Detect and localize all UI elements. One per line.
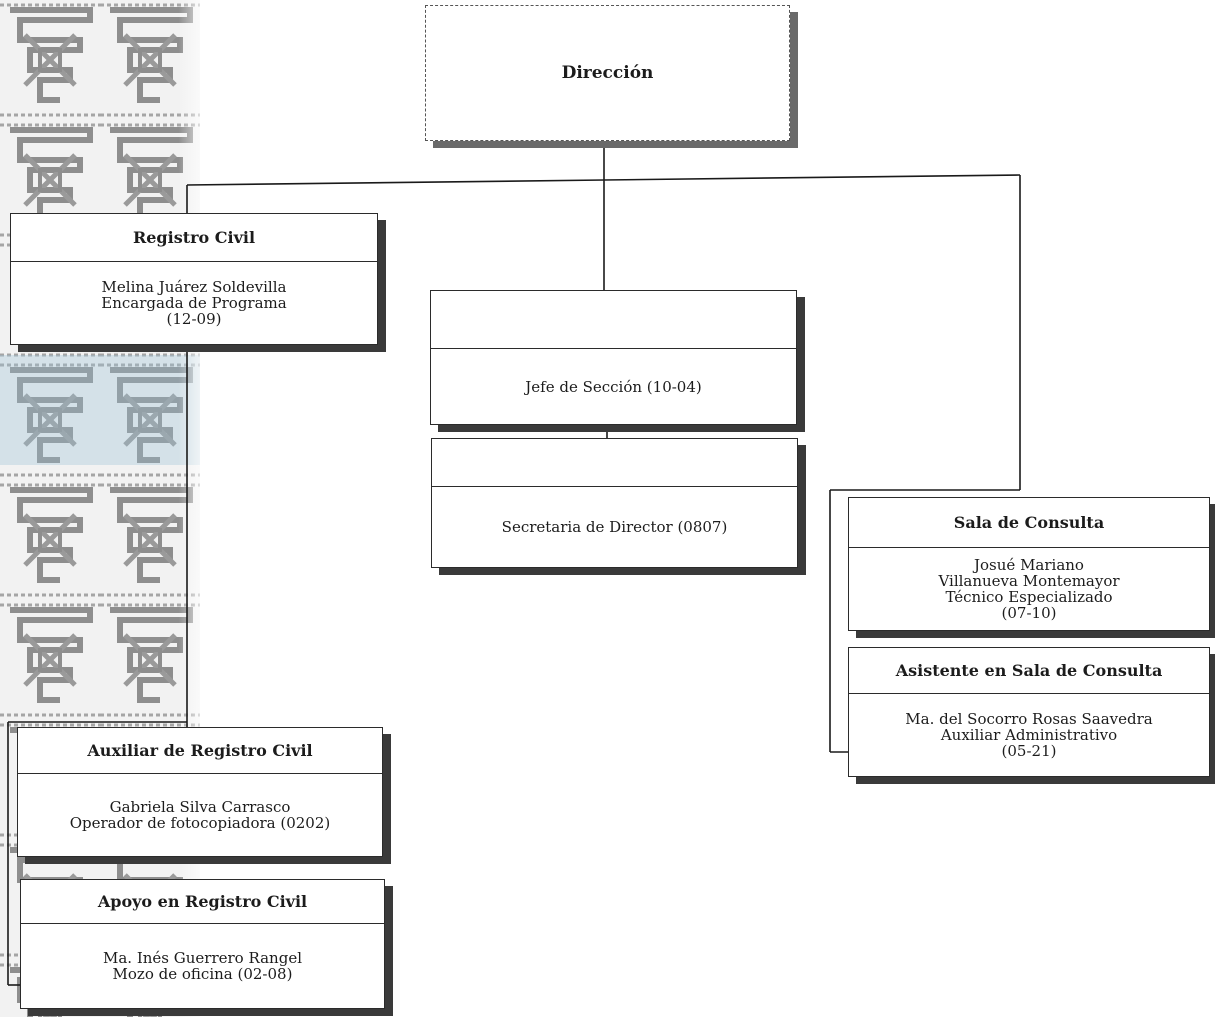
box-body: Ma. Inés Guerrero Rangel Mozo de oficina… <box>21 924 384 1008</box>
box-body: Gabriela Silva Carrasco Operador de foto… <box>18 774 382 856</box>
box-registro-civil: Registro Civil Melina Juárez Soldevilla … <box>10 213 378 345</box>
person-name: Gabriela Silva Carrasco <box>109 798 291 816</box>
box-asistente-sala: Asistente en Sala de Consulta Ma. del So… <box>848 647 1210 777</box>
box-title: Apoyo en Registro Civil <box>21 880 384 924</box>
box-body: Melina Juárez Soldevilla Encargada de Pr… <box>11 262 377 344</box>
box-title: Registro Civil <box>11 214 377 262</box>
position: Mozo de oficina (02-08) <box>112 965 293 983</box>
box-title: Sala de Consulta <box>849 498 1209 548</box>
box-direccion: Dirección <box>425 5 790 141</box>
code: (12-09) <box>166 310 222 328</box>
person-name: Josué Mariano <box>974 556 1084 574</box>
code: (07-10) <box>1001 604 1057 622</box>
person-name: Ma. Inés Guerrero Rangel <box>103 949 302 967</box>
box-title: Dirección <box>561 63 654 83</box>
box-body: Ma. del Socorro Rosas Saavedra Auxiliar … <box>849 694 1209 776</box>
person-name-cont: Villanueva Montemayor <box>938 572 1120 590</box>
position: Auxiliar Administrativo <box>940 726 1118 744</box>
box-body: Jefe de Sección (10-04) <box>431 349 796 424</box>
person-name: Melina Juárez Soldevilla <box>101 278 287 296</box>
box-title: Asistente en Sala de Consulta <box>849 648 1209 694</box>
position: Secretaria de Director (0807) <box>501 518 728 536</box>
box-secretaria: Secretaria de Director (0807) <box>431 438 798 568</box>
position: Técnico Especializado <box>945 588 1113 606</box>
box-title <box>432 439 797 487</box>
position: Operador de fotocopiadora (0202) <box>69 814 331 832</box>
person-name: Ma. del Socorro Rosas Saavedra <box>905 710 1153 728</box>
box-body: Josué Mariano Villanueva Montemayor Técn… <box>849 548 1209 630</box>
box-title: Auxiliar de Registro Civil <box>18 728 382 774</box>
box-title <box>431 291 796 349</box>
code: (05-21) <box>1001 742 1057 760</box>
box-auxiliar-registro: Auxiliar de Registro Civil Gabriela Silv… <box>17 727 383 857</box>
position: Encargada de Programa <box>101 294 287 312</box>
box-sala-consulta: Sala de Consulta Josué Mariano Villanuev… <box>848 497 1210 631</box>
box-jefe-seccion: Jefe de Sección (10-04) <box>430 290 797 425</box>
box-body: Secretaria de Director (0807) <box>432 487 797 567</box>
position: Jefe de Sección (10-04) <box>525 377 702 396</box>
box-apoyo-registro: Apoyo en Registro Civil Ma. Inés Guerrer… <box>20 879 385 1009</box>
